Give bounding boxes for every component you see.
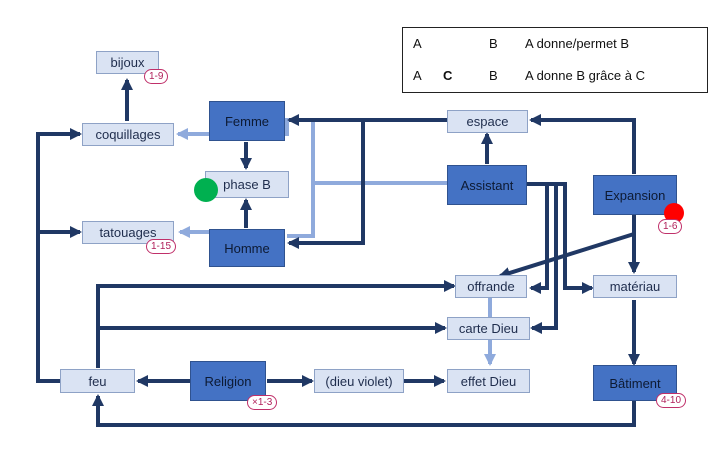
badge-religion: ×1-3 <box>247 395 278 410</box>
node-dieu-violet: (dieu violet) <box>314 369 404 393</box>
node-tatouages: tatouages <box>82 221 174 244</box>
arrow-assistant-materiau <box>527 182 594 294</box>
node-phase-b: phase B <box>205 171 289 198</box>
node-assistant: Assistant <box>447 165 527 205</box>
green-dot <box>194 178 218 202</box>
arrow-feu-coquillages <box>36 128 82 383</box>
legend-a2: A <box>413 68 422 83</box>
legend-desc1: A donne/permet B <box>525 36 630 51</box>
arrow-feu-offrande <box>96 280 456 368</box>
badge-bijoux: 1-9 <box>144 69 169 84</box>
arrow-espace-homme <box>287 120 365 249</box>
arrow-batiment-feu <box>92 394 636 427</box>
legend: A B A donne/permet B A C B A donne B grâ… <box>402 27 708 93</box>
legend-b1: B <box>489 36 498 51</box>
badge-tatouages: 1-15 <box>146 239 177 254</box>
node-bijoux: bijoux <box>96 51 159 74</box>
node-carte-dieu: carte Dieu <box>447 317 530 340</box>
legend-desc2: A donne B grâce à C <box>525 68 645 83</box>
badge-batiment: 4-10 <box>656 393 687 408</box>
node-feu: feu <box>60 369 135 393</box>
arrow-assistant-carte <box>527 182 558 334</box>
legend-a1: A <box>413 36 422 51</box>
node-effet-dieu: effet Dieu <box>447 369 530 393</box>
node-homme: Homme <box>209 229 285 267</box>
arrow-expansion-espace <box>529 114 636 174</box>
node-expansion: Expansion <box>593 175 677 215</box>
node-materiau: matériau <box>593 275 677 298</box>
legend-b2: B <box>489 68 498 83</box>
arrow-homme-tatouages <box>287 183 315 238</box>
badge-expansion: 1-6 <box>658 219 683 234</box>
node-religion: Religion <box>190 361 266 401</box>
arrow-expansion-offrande <box>498 232 635 279</box>
node-femme: Femme <box>209 101 285 141</box>
red-dot <box>664 203 684 223</box>
node-espace: espace <box>447 110 528 133</box>
node-offrande: offrande <box>455 275 527 298</box>
legend-c2: C <box>443 68 453 83</box>
node-coquillages: coquillages <box>82 123 174 146</box>
arrow-assistant-offrande <box>527 182 549 294</box>
